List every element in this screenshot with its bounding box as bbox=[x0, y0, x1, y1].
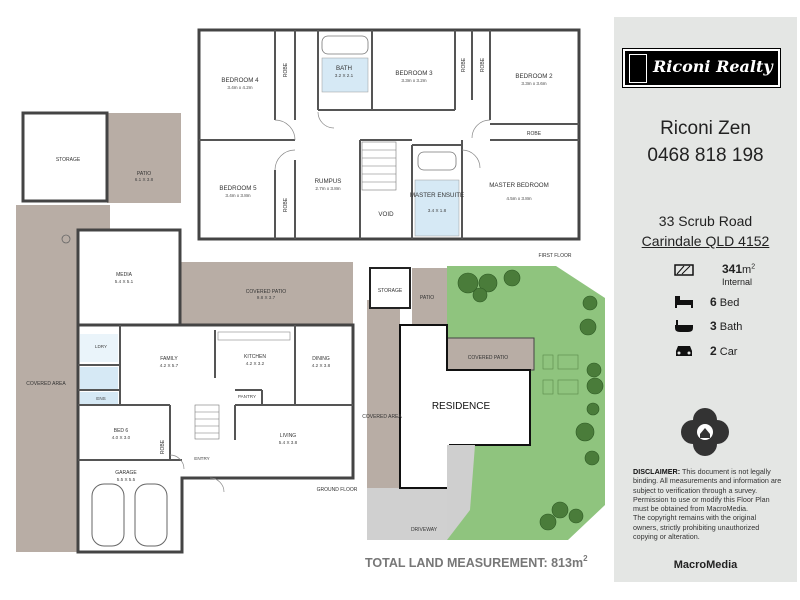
room-covered-patio-label: COVERED PATIO bbox=[246, 289, 286, 295]
room-media-dims: 5.4 X 5.1 bbox=[115, 279, 134, 284]
room-dining-dims: 4.2 X 3.8 bbox=[312, 363, 331, 368]
agent-phone[interactable]: 0468 818 198 bbox=[647, 145, 764, 166]
site-storage-label: STORAGE bbox=[378, 288, 403, 294]
room-bed-6-label: BED 6 bbox=[114, 428, 129, 434]
room-covered-patio-dims: 9.8 X 3.7 bbox=[257, 295, 276, 300]
robe-label: ROBE bbox=[527, 131, 542, 137]
first-floor-label: FIRST FLOOR bbox=[539, 253, 572, 259]
room-media-label: MEDIA bbox=[116, 272, 133, 278]
room-bedroom-5-dims: 3.4m x 3.8m bbox=[225, 193, 250, 198]
site-covered-area-label: COVERED AREA bbox=[362, 414, 402, 420]
site-plan bbox=[367, 266, 605, 540]
info-sidebar: Riconi Realty Riconi Zen 0468 818 198 33… bbox=[614, 17, 797, 582]
site-residence-label: RESIDENCE bbox=[432, 401, 491, 412]
ground-floor-label: GROUND FLOOR bbox=[317, 487, 358, 493]
room-bedroom-2-dims: 3.3m x 3.6m bbox=[521, 81, 546, 86]
disclaimer: DISCLAIMER: This document is not legally… bbox=[633, 467, 782, 542]
room-storage-label: STORAGE bbox=[56, 157, 81, 163]
site-patio-label: PATIO bbox=[420, 295, 434, 301]
room-bed-6-dims: 4.0 X 3.0 bbox=[112, 435, 131, 440]
room-bedroom-4-label: BEDROOM 4 bbox=[221, 77, 259, 84]
room-living-dims: 5.4 X 3.8 bbox=[279, 440, 298, 445]
room-garage-dims: 5.5 X 5.5 bbox=[117, 477, 136, 482]
area-note: Internal bbox=[722, 277, 753, 287]
robe-label: ROBE bbox=[480, 57, 486, 72]
car-icon bbox=[676, 346, 692, 356]
bed-icon bbox=[675, 296, 693, 308]
area-icon bbox=[674, 264, 694, 276]
bath-icon bbox=[675, 320, 693, 332]
site-driveway-label: DRIVEWAY bbox=[411, 527, 438, 533]
land-measurement: TOTAL LAND MEASUREMENT: 813m2 bbox=[365, 554, 588, 570]
room-bedroom-3-dims: 3.3m x 3.2m bbox=[401, 78, 426, 83]
area-spec: 341m2 bbox=[722, 262, 756, 276]
room-pantry-label: PANTRY bbox=[238, 394, 256, 399]
address-line-2: Carindale QLD 4152 bbox=[641, 233, 770, 249]
room-family-dims: 4.2 X 5.7 bbox=[160, 363, 179, 368]
room-dining-label: DINING bbox=[312, 356, 330, 362]
room-master-bedroom-dims: 4.5m x 3.8m bbox=[506, 196, 531, 201]
room-bath-label: BATH bbox=[336, 65, 352, 72]
room-bath-dims: 3.2 X 2.1 bbox=[335, 73, 354, 78]
room-kitchen-label: KITCHEN bbox=[244, 354, 266, 360]
room-bedroom-5-label: BEDROOM 5 bbox=[219, 185, 257, 192]
room-bedroom-4-dims: 3.4m x 4.2m bbox=[227, 85, 252, 90]
agent-name: Riconi Zen bbox=[660, 118, 751, 139]
room-living-label: LIVING bbox=[280, 433, 297, 439]
room-bedroom-3-label: BEDROOM 3 bbox=[395, 70, 433, 77]
room-ens-label: ENS bbox=[96, 396, 105, 401]
room-master-bedroom-label: MASTER BEDROOM bbox=[489, 182, 548, 189]
logo-mark-icon bbox=[629, 54, 647, 83]
site-covered-patio-label: COVERED PATIO bbox=[468, 355, 508, 361]
agency-logo: Riconi Realty bbox=[622, 48, 781, 88]
room-void-label: VOID bbox=[378, 211, 394, 218]
room-patio-dims: 6.1 X 3.8 bbox=[135, 177, 154, 182]
room-family-label: FAMILY bbox=[160, 356, 178, 362]
robe-label: ROBE bbox=[283, 197, 289, 212]
robe-label: ROBE bbox=[283, 62, 289, 77]
logo-text: Riconi Realty bbox=[653, 57, 773, 76]
room-master-ensuite-dims: 3.4 X 1.8 bbox=[428, 208, 447, 213]
floor-plan-drawing: BEDROOM 4 3.4m x 4.2m BATH 3.2 X 2.1 BED… bbox=[16, 28, 605, 570]
room-bedroom-2-label: BEDROOM 2 bbox=[515, 73, 553, 80]
room-master-ensuite-label: MASTER ENSUITE bbox=[410, 192, 464, 199]
macromedia-emblem-icon bbox=[681, 408, 729, 456]
ground-floor-plan bbox=[16, 111, 355, 554]
robe-label: ROBE bbox=[160, 439, 166, 454]
room-ldry-label: LDRY bbox=[95, 344, 107, 349]
bed-spec: 6 Bed bbox=[710, 295, 740, 309]
room-garage-label: GARAGE bbox=[115, 470, 137, 476]
bath-spec: 3 Bath bbox=[710, 319, 743, 333]
room-entry-label: ENTRY bbox=[194, 456, 210, 461]
room-kitchen-dims: 4.2 X 3.2 bbox=[246, 361, 265, 366]
room-patio-label: PATIO bbox=[137, 171, 151, 177]
robe-label: ROBE bbox=[461, 57, 467, 72]
room-rumpus-dims: 2.7m x 3.8m bbox=[315, 186, 340, 191]
brand-name: MacroMedia bbox=[673, 559, 738, 571]
room-rumpus-label: RUMPUS bbox=[315, 178, 342, 185]
first-floor-plan bbox=[197, 28, 581, 241]
room-covered-area-label: COVERED AREA bbox=[26, 381, 66, 387]
address-line-1: 33 Scrub Road bbox=[658, 213, 753, 229]
car-spec: 2 Car bbox=[710, 344, 738, 358]
